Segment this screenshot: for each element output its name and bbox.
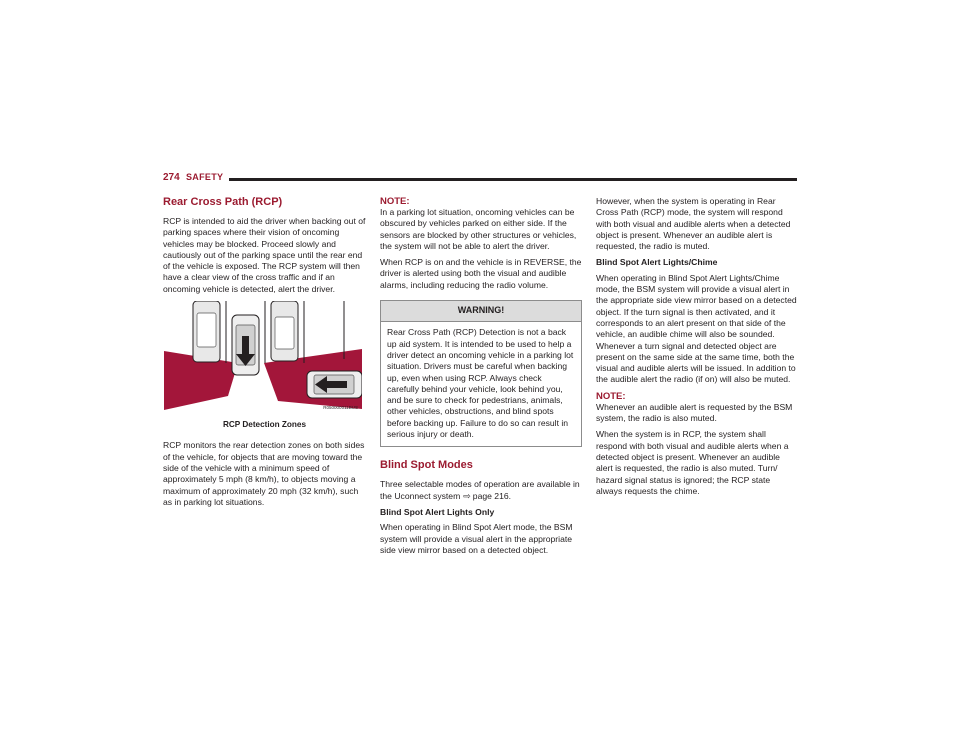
rcp-mode-paragraph: However, when the system is operating in… <box>596 196 791 252</box>
rcp-alerts-paragraph: When the system is in RCP, the system sh… <box>596 429 789 496</box>
reversing-vehicle <box>231 314 260 376</box>
warning-box: WARNING! Rear Cross Path (RCP) Detection… <box>380 300 582 448</box>
left-detection-zone <box>164 351 238 411</box>
note-radio-muted: Whenever an audible alert is requested b… <box>596 401 793 424</box>
page-number: 274 <box>163 172 180 183</box>
mode-lights-only-heading: Blind Spot Alert Lights Only <box>380 506 495 517</box>
parked-vehicle-left <box>192 301 221 363</box>
blind-spot-modes-heading: Blind Spot Modes <box>380 459 473 472</box>
page-header: 274 SAFETY <box>163 172 797 186</box>
note-label: NOTE: <box>380 196 410 207</box>
modes-paragraph: Three selectable modes of operation are … <box>380 479 582 502</box>
figure-caption: RCP Detection Zones <box>222 420 307 430</box>
column-middle: NOTE: In a parking lot situation, oncomi… <box>380 196 582 561</box>
crossing-vehicle <box>306 370 362 399</box>
rcp-heading: Rear Cross Path (RCP) <box>163 196 283 208</box>
column-left: Rear Cross Path (RCP) RCP is intended to… <box>163 196 366 513</box>
column-right: However, when the system is operating in… <box>596 196 798 502</box>
warning-title: WARNING! <box>381 301 581 323</box>
rcp-monitor-paragraph: RCP monitors the rear detection zones on… <box>163 440 365 507</box>
figure-code: R050000011BUS <box>323 404 358 410</box>
mode-lights-only-text: When operating in Blind Spot Alert mode,… <box>380 522 573 555</box>
page-reference-link[interactable]: page 216. <box>472 490 512 501</box>
warning-body: Rear Cross Path (RCP) Detection is not a… <box>387 327 574 440</box>
header-rule <box>229 178 797 181</box>
note-label: NOTE: <box>596 390 626 402</box>
rcp-detection-zones-figure: R050000011BUS <box>164 301 362 416</box>
rcp-intro-paragraph: RCP is intended to aid the driver when b… <box>163 216 366 294</box>
section-name: SAFETY <box>186 172 224 182</box>
page-reference-icon: ⇨ <box>463 490 471 501</box>
mode-lights-chime-heading: Blind Spot Alert Lights/Chime <box>596 257 718 268</box>
rcp-reverse-paragraph: When RCP is on and the vehicle is in REV… <box>380 257 582 290</box>
rcp-diagram <box>164 301 362 411</box>
note-parking-lot: In a parking lot situation, oncoming veh… <box>380 207 577 251</box>
modes-text: Three selectable modes of operation are … <box>380 479 580 501</box>
parked-vehicle-right <box>270 301 299 362</box>
mode-lights-chime-text: When operating in Blind Spot Alert Light… <box>596 272 797 385</box>
